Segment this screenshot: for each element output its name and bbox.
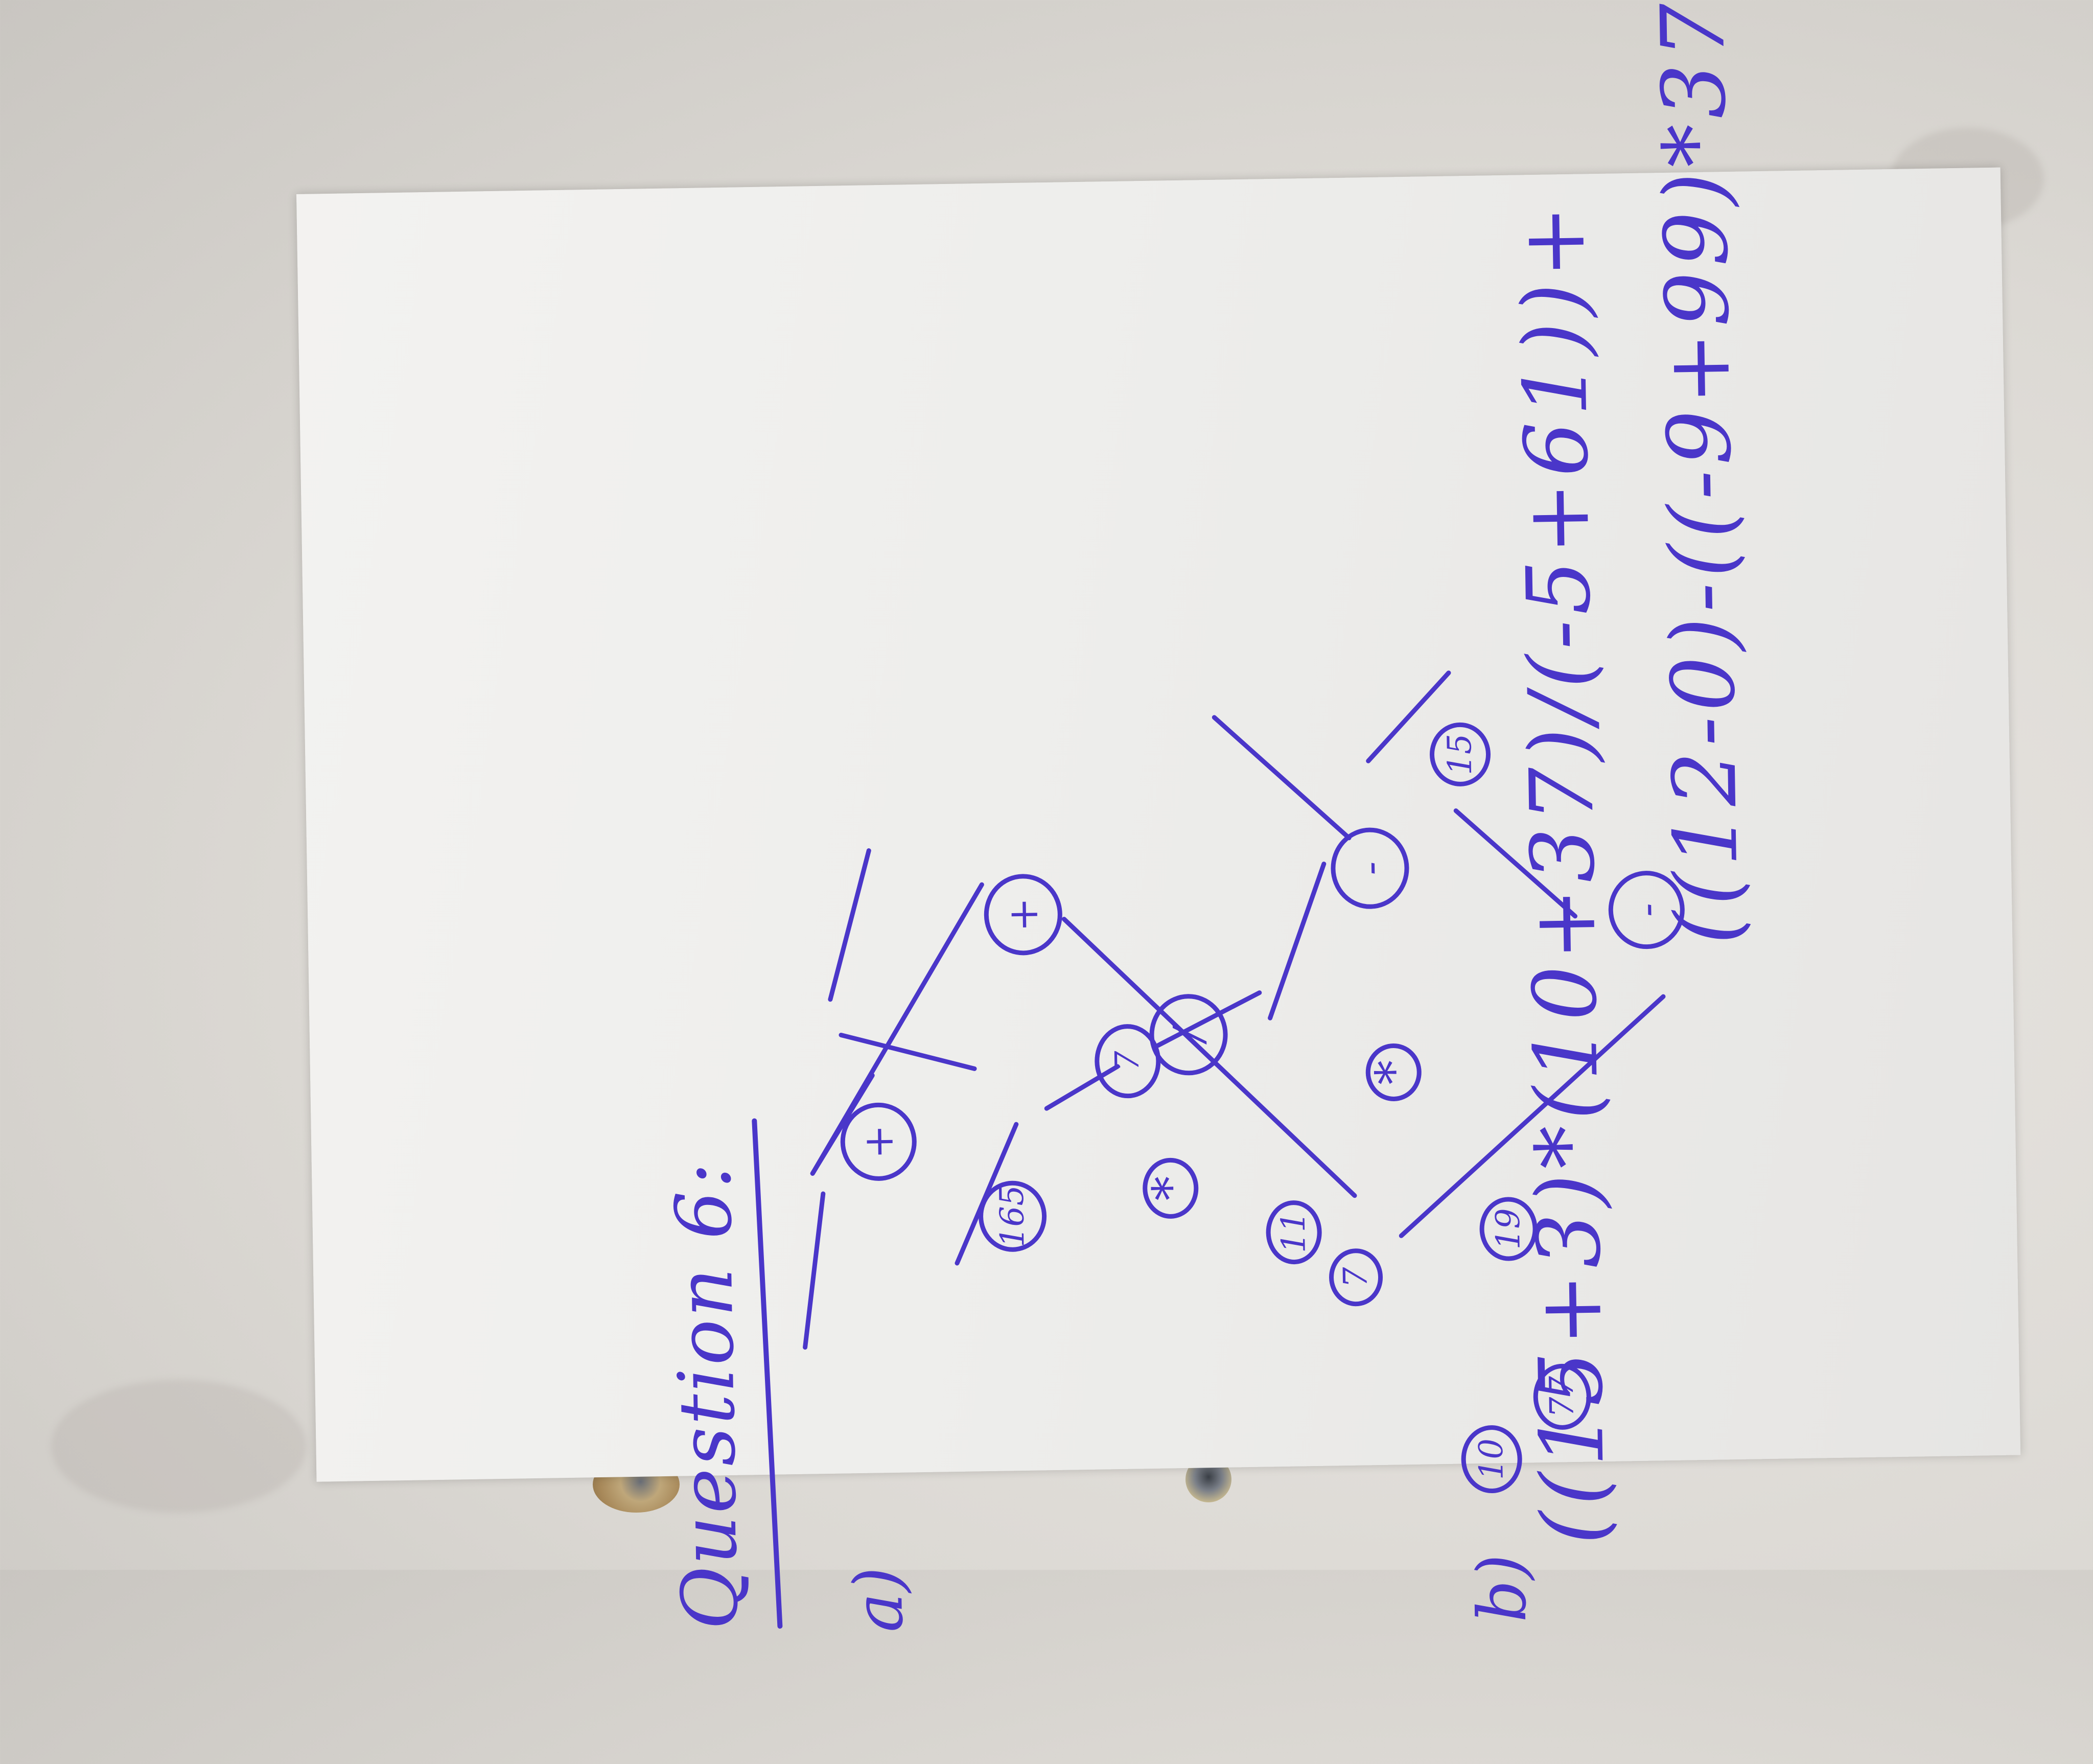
node-label: 165 — [993, 1185, 1032, 1248]
tree-edge — [1061, 917, 1357, 1198]
tree-edge — [1366, 670, 1451, 763]
node-label: + — [854, 1124, 902, 1159]
node-label: 7 — [1109, 1050, 1147, 1072]
node-circle — [840, 1102, 917, 1181]
tree-edge — [1268, 862, 1327, 1020]
node-label: * — [1142, 1175, 1199, 1201]
tree-edge — [810, 882, 984, 1176]
node-label: 19 — [1489, 1208, 1527, 1250]
node-circle — [1365, 1043, 1422, 1101]
node-circle — [1331, 827, 1409, 909]
node-circle — [1430, 722, 1491, 786]
expression-line-1: ((15+3)*(10+37)/(-5+61))+ — [1502, 199, 1625, 1546]
expression-line-2: ((12-0)-((-9+99)*37)) — [1641, 0, 1759, 946]
tree-edge — [839, 1032, 977, 1071]
part-b-label: b) — [1462, 1553, 1542, 1623]
tree-edge — [1155, 990, 1262, 1048]
paper-sheet: Question 6: a) + / - — [296, 0, 2021, 1633]
tree-edge — [1044, 1064, 1120, 1111]
tree-edge — [1453, 808, 1578, 919]
tree-edge — [1212, 715, 1352, 841]
node-label: - — [1623, 902, 1670, 917]
node-label: - — [1346, 861, 1393, 875]
tree-edge — [803, 1191, 826, 1350]
node-circle — [1266, 1200, 1322, 1265]
node-circle — [979, 1180, 1047, 1252]
wall-stain — [51, 1380, 307, 1513]
node-label: 77 — [1543, 1376, 1582, 1418]
node-circle — [1329, 1248, 1383, 1307]
rotated-content: Question 6: a) + / - — [296, 0, 2093, 1764]
node-label: * — [1365, 1060, 1423, 1085]
node-circle — [1608, 871, 1685, 949]
node-circle — [1095, 1024, 1161, 1099]
node-label: 15 — [1441, 733, 1479, 776]
node-circle — [1461, 1425, 1522, 1494]
tree-edge — [828, 848, 871, 1002]
node-circle — [1479, 1197, 1538, 1261]
node-label: 7 — [1337, 1266, 1375, 1288]
node-label: + — [999, 897, 1047, 932]
node-circle — [1149, 994, 1228, 1076]
expression-tree: + / - - + * * 165 7 11 19 7 77 — [803, 670, 1685, 1494]
node-label: 10 — [1473, 1438, 1511, 1480]
node-circle — [1533, 1363, 1591, 1430]
tree-edge — [1399, 994, 1666, 1238]
node-label: 11 — [1275, 1211, 1313, 1254]
node-circle — [1143, 1157, 1199, 1219]
node-circle — [984, 874, 1062, 956]
